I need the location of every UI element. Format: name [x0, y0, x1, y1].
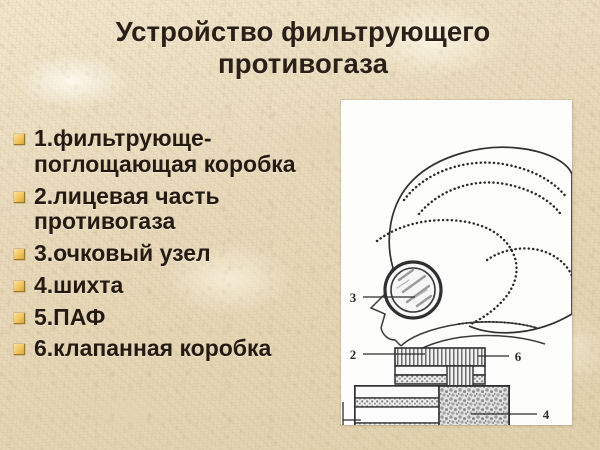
callout-numbers: 3 2 6 4 5 — [350, 290, 550, 422]
list-item-label: 3.очковый узел — [34, 240, 211, 266]
eyepiece-assembly — [383, 260, 443, 320]
page-title-line-2: противогаза — [217, 48, 389, 80]
list-item-label: 5.ПАФ — [34, 303, 106, 330]
square-bullet-icon — [14, 191, 25, 203]
list-item-label: 1.фильтрующе-поглощающая коробка — [34, 125, 296, 177]
filter-canister — [354, 385, 510, 425]
callout-label-4: 4 — [543, 407, 550, 422]
page-title: Устройство фильтрующего противогаза — [60, 16, 546, 81]
callout-label-2: 2 — [350, 347, 357, 362]
callout-label-3: 3 — [350, 290, 357, 305]
list-item-label: 4.шихта — [34, 271, 124, 298]
list-item: 1.фильтрующе-поглощающая коробка — [8, 125, 338, 178]
square-bullet-icon — [14, 134, 25, 145]
list-item: 2.лицевая часть противогаза — [8, 182, 338, 236]
callout-leaders — [342, 296, 537, 425]
page-title-line-1: Устройство фильтрующего — [115, 16, 491, 47]
callout-label-6: 6 — [515, 349, 522, 364]
list-item: 4.шихта — [8, 271, 338, 299]
list-item-label: 2.лицевая часть противогаза — [34, 182, 220, 235]
valve-box — [394, 320, 546, 387]
list-item-label: 6.клапанная коробка — [34, 335, 272, 362]
bullet-list: 1.фильтрующе-поглощающая коробка 2.лицев… — [8, 125, 338, 368]
list-item: 3.очковый узел — [8, 240, 338, 267]
list-item: 5.ПАФ — [8, 303, 338, 331]
mask-body — [388, 146, 572, 334]
square-bullet-icon — [14, 249, 25, 260]
square-bullet-icon — [14, 312, 25, 324]
gas-mask-diagram-image: 3 2 6 4 5 — [341, 100, 572, 425]
mask-seam-lines — [375, 161, 572, 326]
square-bullet-icon — [14, 280, 25, 292]
gas-mask-cutaway-svg: 3 2 6 4 5 — [342, 146, 572, 425]
square-bullet-icon — [14, 344, 25, 356]
list-item: 6.клапанная коробка — [8, 335, 338, 362]
